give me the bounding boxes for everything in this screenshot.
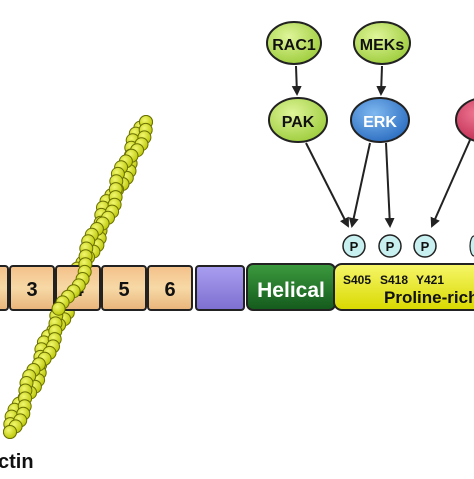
actin-filament (3, 115, 153, 439)
arrow-rac1-pak (291, 65, 302, 96)
phospho-s405-symbol: P (350, 239, 359, 254)
domain-6-label: 6 (164, 279, 175, 301)
y421-label: Y421 (416, 273, 444, 287)
pak-label: PAK (282, 114, 315, 131)
domain-5 (101, 265, 147, 311)
helical-label: Helical (257, 279, 325, 302)
arrow-meks-erk (376, 65, 387, 96)
domain-3 (9, 265, 55, 311)
domain-6 (147, 265, 193, 311)
s405-label: S405 (343, 273, 371, 287)
phospho-y421: P (413, 234, 437, 258)
arrow-erk-s405 (348, 142, 371, 228)
domain-5-label: 5 (118, 279, 129, 301)
actin-bead (3, 425, 17, 439)
kinase-pak: PAK (268, 97, 328, 143)
kinase-rac1: RAC1 (266, 21, 322, 65)
actin-bead (51, 301, 66, 316)
proline-rich-label: Proline-rich (384, 288, 474, 307)
phospho-y421-symbol: P (421, 239, 430, 254)
kinase-red-partial (455, 98, 474, 142)
erk-label: ERK (363, 114, 397, 131)
arrow-pak-s405 (305, 142, 349, 228)
actin-filament-overlap (51, 257, 93, 316)
phospho-partial-right (469, 235, 474, 257)
s418-label: S418 (380, 273, 408, 287)
arrow-red-y421 (430, 139, 471, 228)
meks-label: MEKs (360, 37, 405, 54)
domain-proline-rich (333, 263, 474, 311)
phospho-s418-symbol: P (386, 239, 395, 254)
kinase-erk: ERK (350, 97, 410, 143)
domain-3-label: 3 (26, 279, 37, 301)
domain-partial-2 (0, 265, 9, 311)
phospho-s405: P (342, 234, 366, 258)
kinase-meks: MEKs (353, 21, 411, 65)
rac1-label: RAC1 (272, 37, 316, 54)
domain-bar: 3 4 5 6 Helical S405 S418 Y421 Proline-r… (0, 263, 474, 311)
domain-purple (195, 265, 245, 311)
signaling-arrows (291, 65, 471, 228)
phospho-s418: P (378, 234, 402, 258)
arrow-erk-s418 (384, 142, 395, 228)
actin-label: ctin (0, 451, 34, 473)
